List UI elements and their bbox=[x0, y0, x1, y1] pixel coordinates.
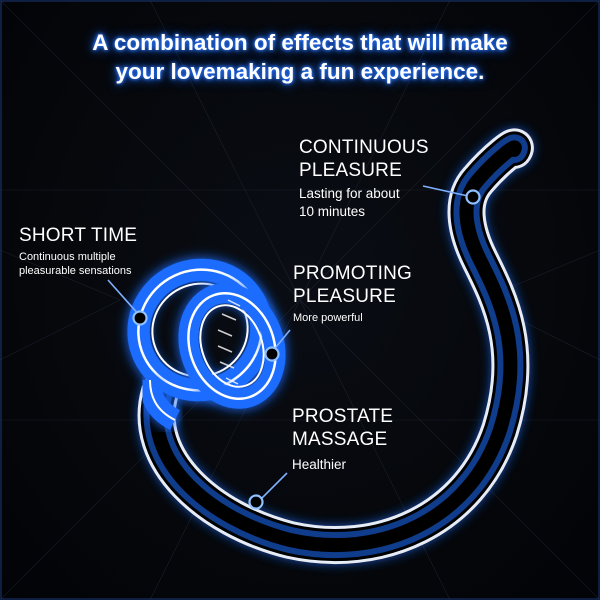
promoting-title-line-2: PLEASURE bbox=[293, 286, 396, 307]
prostate-title-line-2: MASSAGE bbox=[292, 429, 388, 450]
continuous-desc-line-1: Lasting for about bbox=[299, 186, 400, 201]
continuous-pointer-icon bbox=[465, 189, 481, 205]
prostate-desc: Healthier bbox=[292, 457, 347, 472]
headline: A combination of effects that will make … bbox=[0, 28, 600, 86]
short-time-desc-line-1: Continuous multiple bbox=[19, 251, 116, 263]
promoting-title-line-1: PROMOTING bbox=[293, 263, 412, 284]
prostate-pointer-icon bbox=[248, 494, 264, 510]
prostate-title-line-1: PROSTATE bbox=[292, 406, 394, 427]
short-time-desc-line-2: pleasurable sensations bbox=[19, 265, 132, 277]
continuous-desc-line-2: 10 minutes bbox=[299, 204, 366, 219]
short-time-title: SHORT TIME bbox=[19, 225, 138, 246]
headline-line-2: your lovemaking a fun experience. bbox=[115, 59, 485, 84]
continuous-title-line-2: PLEASURE bbox=[299, 160, 402, 181]
product-tail bbox=[137, 128, 534, 565]
promoting-desc: More powerful bbox=[293, 312, 363, 324]
headline-line-1: A combination of effects that will make bbox=[92, 30, 508, 55]
continuous-title-line-1: CONTINUOUS bbox=[299, 137, 429, 158]
short-time-pointer-icon bbox=[132, 310, 148, 326]
promoting-pointer-icon bbox=[264, 346, 280, 362]
product-rings bbox=[127, 258, 286, 430]
